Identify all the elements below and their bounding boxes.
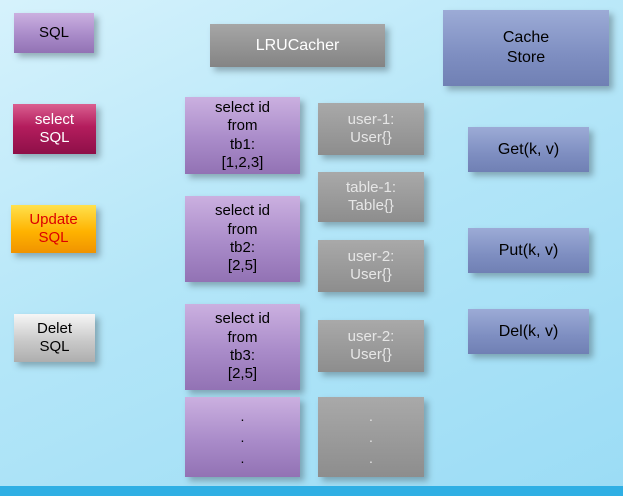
- select-sql-label: select SQL: [34, 110, 75, 146]
- update-sql-label: Update SQL: [29, 210, 78, 246]
- query-tb1-label: select id from tb1: [1,2,3]: [214, 98, 271, 171]
- cache-entry-user-2-second: user-2: User{}: [318, 320, 424, 372]
- update-sql-box: Update SQL: [11, 205, 96, 253]
- query-tb2-label: select id from tb2: [2,5]: [214, 202, 271, 275]
- lru-cacher-label: LRUCacher: [255, 36, 340, 54]
- get-operation-label: Get(k, v): [497, 140, 560, 158]
- cache-entry-user-2-label: user-2: User{}: [347, 247, 395, 283]
- query-box-tb3: select id from tb3: [2,5]: [185, 304, 300, 390]
- get-operation-box: Get(k, v): [468, 127, 589, 172]
- sql-box: SQL: [14, 13, 94, 53]
- cache-entry-table-1: table-1: Table{}: [318, 172, 424, 222]
- lru-cacher-box: LRUCacher: [210, 24, 385, 67]
- cache-entry-user-1: user-1: User{}: [318, 103, 424, 155]
- delete-sql-label: Delet SQL: [36, 319, 73, 355]
- cache-entry-user-2: user-2: User{}: [318, 240, 424, 292]
- query-box-tb1: select id from tb1: [1,2,3]: [185, 97, 300, 174]
- cache-entry-ellipsis-label: . . .: [369, 407, 373, 466]
- query-ellipsis-label: . . .: [240, 407, 245, 466]
- cache-entry-user-2-second-label: user-2: User{}: [347, 327, 395, 363]
- query-tb3-label: select id from tb3: [2,5]: [214, 310, 271, 383]
- put-operation-box: Put(k, v): [468, 228, 589, 273]
- sql-box-label: SQL: [38, 23, 69, 41]
- cache-entry-table-1-label: table-1: Table{}: [345, 178, 397, 214]
- select-sql-box: select SQL: [13, 104, 96, 154]
- cache-entry-ellipsis: . . .: [318, 397, 424, 477]
- cache-store-label: Cache Store: [502, 29, 550, 66]
- delete-sql-box: Delet SQL: [14, 314, 95, 362]
- del-operation-label: Del(k, v): [498, 322, 559, 340]
- query-box-tb2: select id from tb2: [2,5]: [185, 196, 300, 282]
- query-box-ellipsis: . . .: [185, 397, 300, 477]
- cache-entry-user-1-label: user-1: User{}: [347, 110, 395, 146]
- bottom-edge-strip: [0, 486, 623, 496]
- del-operation-box: Del(k, v): [468, 309, 589, 354]
- put-operation-label: Put(k, v): [498, 241, 559, 259]
- cache-store-box: Cache Store: [443, 10, 609, 86]
